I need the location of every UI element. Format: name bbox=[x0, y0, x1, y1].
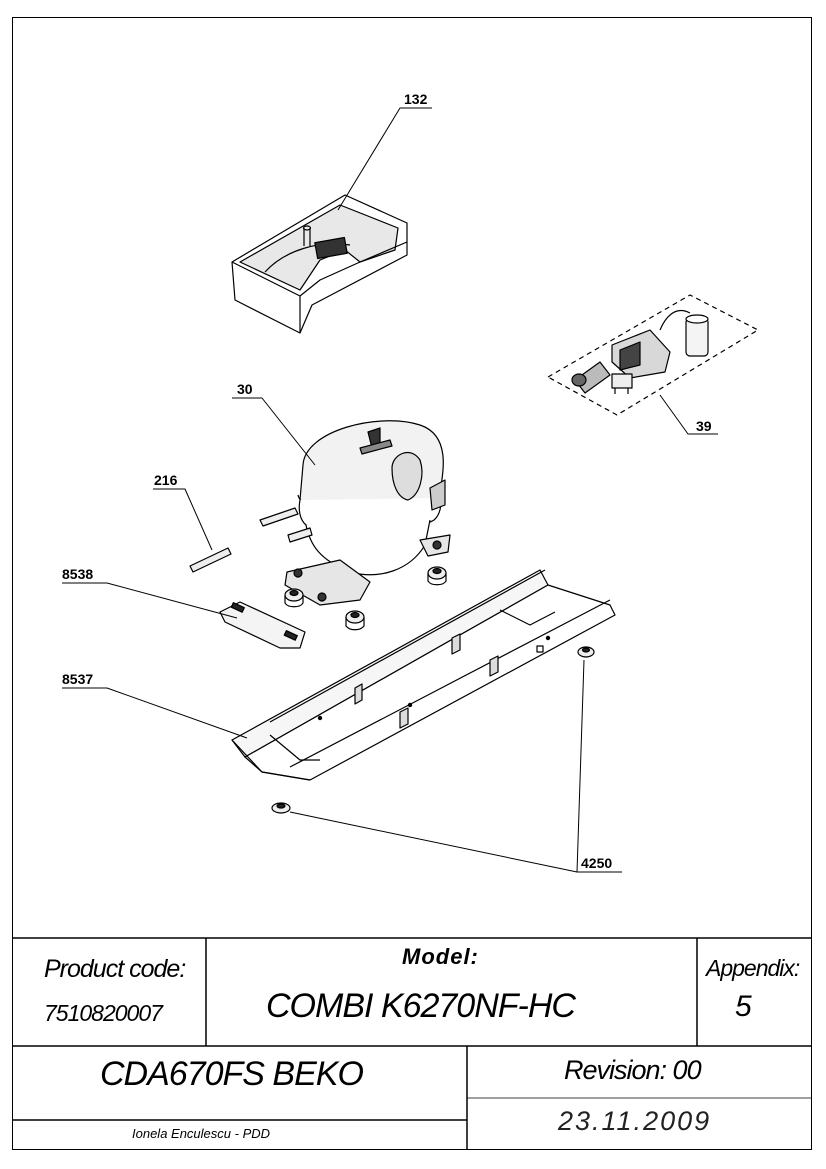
appendix-value: 5 bbox=[735, 990, 752, 1023]
part-8538-mounting-strip bbox=[219, 601, 306, 649]
callout-4250: 4250 bbox=[581, 855, 613, 871]
part-39-relay-kit bbox=[547, 294, 759, 416]
revision: Revision: 00 bbox=[564, 1055, 702, 1085]
model-label: Model: bbox=[402, 944, 479, 969]
callout-132: 132 bbox=[404, 91, 428, 107]
revision-date: 23.11.2009 bbox=[558, 1106, 712, 1136]
part-8537-base-rails bbox=[231, 569, 616, 781]
callout-30: 30 bbox=[237, 381, 253, 397]
author: Ionela Enculescu - PDD bbox=[132, 1126, 271, 1141]
drawing-sheet-border bbox=[12, 17, 812, 1150]
product-name: CDA670FS BEKO bbox=[100, 1055, 364, 1093]
callout-216: 216 bbox=[154, 472, 178, 488]
callout-8538: 8538 bbox=[62, 566, 94, 582]
product-code-label: Product code: bbox=[44, 955, 186, 983]
part-30-compressor bbox=[259, 420, 451, 606]
part-132-drip-tray bbox=[231, 194, 408, 334]
rubber-grommets bbox=[284, 566, 447, 631]
appendix-label: Appendix: bbox=[706, 955, 800, 981]
title-block-grid bbox=[12, 937, 812, 1150]
part-216-pin bbox=[189, 547, 232, 573]
callout-8537: 8537 bbox=[62, 671, 94, 687]
part-4250-grommets bbox=[271, 646, 595, 814]
product-code-value: 7510820007 bbox=[44, 1000, 163, 1026]
model-value: COMBI K6270NF-HC bbox=[266, 987, 576, 1025]
leader-lines bbox=[62, 107, 718, 873]
callout-39: 39 bbox=[696, 418, 712, 434]
